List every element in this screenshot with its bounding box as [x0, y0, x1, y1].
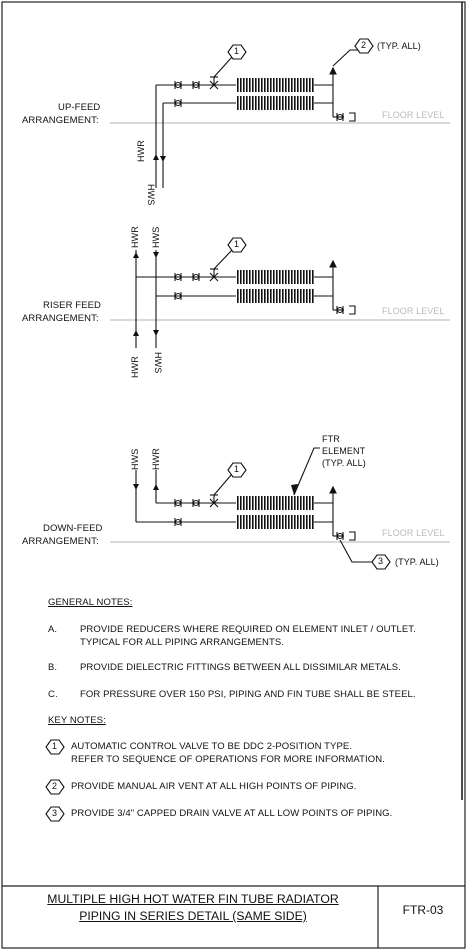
down-feed-flow-arrows	[133, 484, 298, 495]
riser-hws-bottom-label: HWS	[153, 352, 163, 374]
downfeed-label-line1: DOWN-FEED	[43, 523, 103, 534]
key-note-1-line2: REFER TO SEQUENCE OF OPERATIONS FOR MORE…	[71, 754, 385, 765]
upfeed-hwr-label: HWR	[136, 140, 146, 162]
general-note-b-letter: B.	[48, 662, 58, 673]
tag-1-riser: 1	[234, 239, 240, 249]
general-note-a-line1: PROVIDE REDUCERS WHERE REQUIRED ON ELEME…	[80, 624, 416, 635]
fin-element-riser-bottom	[236, 289, 314, 303]
fin-element-upfeed-top	[236, 78, 314, 92]
upfeed-hws-label: HWS	[146, 184, 156, 206]
general-note-a-line2: TYPICAL FOR ALL PIPING ARRANGEMENTS.	[80, 637, 285, 648]
general-notes-heading: GENERAL NOTES:	[48, 597, 133, 608]
ftr-callout-line3: (TYP. ALL)	[322, 458, 366, 468]
upfeed-label-line1: UP-FEED	[58, 102, 101, 113]
general-note-c-letter: C.	[48, 689, 58, 700]
ftr-callout-line2: ELEMENT	[322, 446, 366, 456]
up-feed-diagram	[110, 49, 450, 188]
fin-element-downfeed-top	[236, 496, 314, 510]
downfeed-hwr-label: HWR	[151, 448, 161, 470]
fin-element-upfeed-bottom	[236, 96, 314, 110]
tag-3: 3	[378, 556, 384, 566]
key-note-3-line1: PROVIDE 3/4" CAPPED DRAIN VALVE AT ALL L…	[71, 808, 393, 819]
general-note-c-line1: FOR PRESSURE OVER 150 PSI, PIPING AND FI…	[80, 689, 416, 700]
detail-title: MULTIPLE HIGH HOT WATER FIN TUBE RADIATO…	[8, 891, 378, 925]
key-note-2-line1: PROVIDE MANUAL AIR VENT AT ALL HIGH POIN…	[71, 781, 357, 792]
key-note-1-num: 1	[52, 741, 58, 751]
down-feed-diagram	[110, 447, 450, 563]
typ-all-label-3: (TYP. ALL)	[395, 557, 439, 567]
key-note-1-line1: AUTOMATIC CONTROL VALVE TO BE DDC 2-POSI…	[71, 741, 353, 752]
tag-1-downfeed: 1	[234, 464, 240, 474]
riser-label-line2: ARRANGEMENT:	[22, 313, 99, 324]
up-feed-flow-arrows	[153, 154, 166, 162]
detail-title-line2: PIPING IN SERIES DETAIL (SAME SIDE)	[79, 909, 307, 923]
detail-code: FTR-03	[402, 903, 444, 917]
upfeed-label-line2: ARRANGEMENT:	[22, 115, 99, 126]
detail-title-line1: MULTIPLE HIGH HOT WATER FIN TUBE RADIATO…	[47, 892, 339, 906]
title-block-frame	[2, 885, 465, 948]
downfeed-label-line2: ARRANGEMENT:	[22, 536, 99, 547]
riser-flow-arrows	[133, 252, 159, 336]
riser-floor-level: FLOOR LEVEL	[382, 306, 445, 316]
key-note-3-num: 3	[52, 808, 58, 818]
fin-element-downfeed-bottom	[236, 515, 314, 529]
riser-hws-top-label: HWS	[151, 226, 161, 248]
downfeed-hws-label: HWS	[130, 448, 140, 470]
fin-element-riser-top	[236, 270, 314, 284]
upfeed-floor-level: FLOOR LEVEL	[382, 110, 445, 120]
hex-tags	[45, 38, 391, 822]
general-note-a-letter: A.	[48, 624, 58, 635]
riser-hwr-top-label: HWR	[130, 226, 140, 248]
riser-label-line1: RISER FEED	[43, 300, 102, 311]
ftr-callout-line1: FTR	[322, 434, 340, 444]
tag-2: 2	[361, 40, 367, 50]
key-notes-heading: KEY NOTES:	[48, 715, 106, 726]
typ-all-label-2: (TYP. ALL)	[377, 41, 421, 51]
tag-1-upfeed: 1	[234, 46, 240, 56]
riser-hwr-bottom-label: HWR	[130, 356, 140, 378]
key-note-2-num: 2	[52, 781, 58, 791]
general-note-b-line1: PROVIDE DIELECTRIC FITTINGS BETWEEN ALL …	[80, 662, 401, 673]
downfeed-floor-level: FLOOR LEVEL	[382, 528, 445, 538]
